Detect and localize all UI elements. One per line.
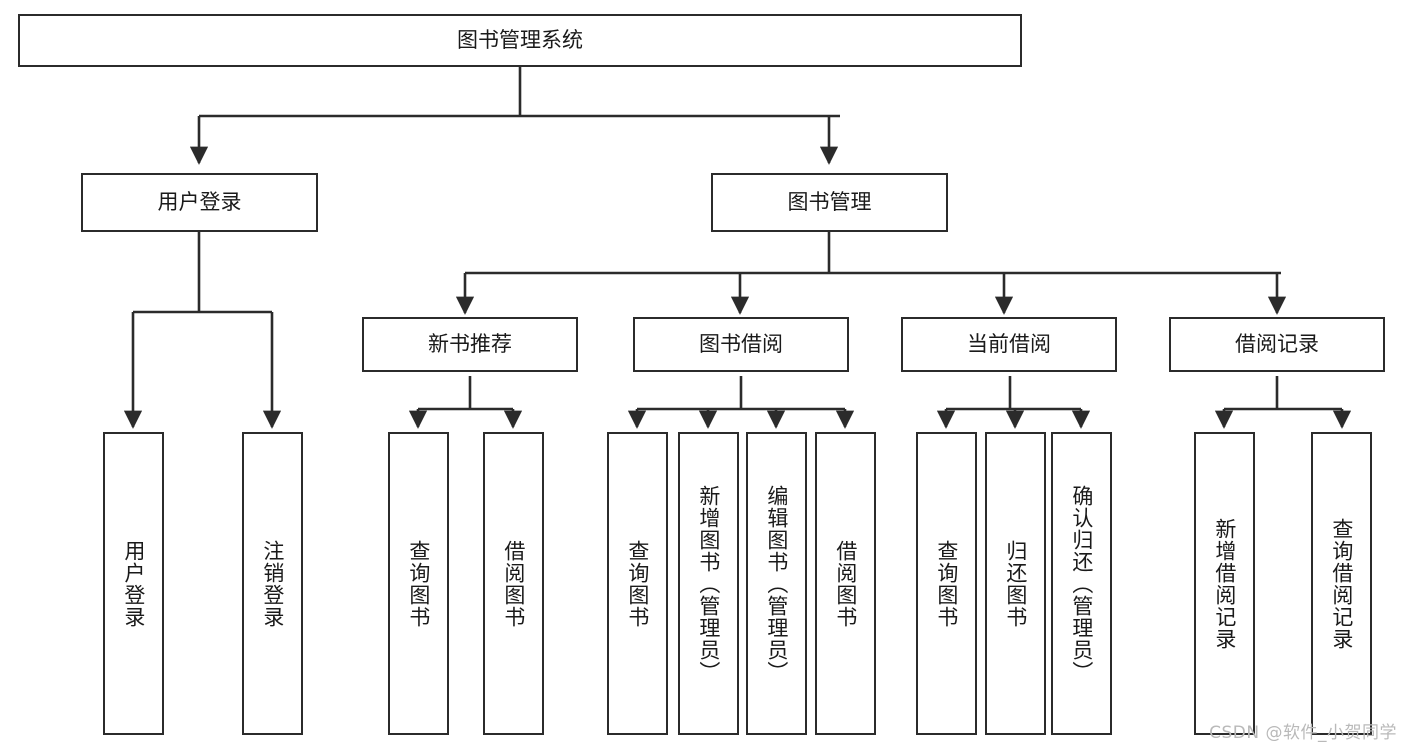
node-borrow-records[interactable]: 借阅记录 — [1169, 317, 1385, 372]
node-label: 用户登录 — [157, 190, 242, 215]
leaf-logout[interactable]: 注销登录 — [242, 432, 303, 735]
leaf-borrow-book-recommend[interactable]: 借阅图书 — [483, 432, 544, 735]
leaf-query-book-recommend[interactable]: 查询图书 — [388, 432, 449, 735]
node-label: 新增借阅记录 — [1212, 517, 1237, 650]
leaf-add-book-admin[interactable]: 新增图书（管理员） — [678, 432, 739, 735]
node-user-login[interactable]: 用户登录 — [81, 173, 318, 232]
node-label: 图书管理 — [787, 190, 872, 215]
node-label: 借阅记录 — [1235, 332, 1319, 357]
node-root[interactable]: 图书管理系统 — [18, 14, 1022, 67]
node-label: 查询借阅记录 — [1329, 517, 1354, 650]
node-label: 当前借阅 — [967, 332, 1051, 357]
node-label: 新书推荐 — [428, 332, 512, 357]
node-label: 查询图书 — [934, 539, 959, 628]
node-new-book-recommend[interactable]: 新书推荐 — [362, 317, 578, 372]
node-label: 归还图书 — [1003, 539, 1028, 628]
node-label: 图书管理系统 — [457, 28, 583, 53]
node-label: 借阅图书 — [833, 539, 858, 628]
leaf-return-book[interactable]: 归还图书 — [985, 432, 1046, 735]
leaf-borrow-book[interactable]: 借阅图书 — [815, 432, 876, 735]
node-book-management[interactable]: 图书管理 — [711, 173, 948, 232]
node-label: 查询图书 — [625, 539, 650, 628]
node-label: 编辑图书（管理员） — [764, 484, 789, 683]
node-label: 确认归还（管理员） — [1069, 484, 1094, 683]
leaf-confirm-return-admin[interactable]: 确认归还（管理员） — [1051, 432, 1112, 735]
node-label: 用户登录 — [121, 539, 146, 628]
watermark: CSDN @软件_小贺同学 — [1209, 723, 1397, 743]
node-current-borrow[interactable]: 当前借阅 — [901, 317, 1117, 372]
leaf-add-borrow-record[interactable]: 新增借阅记录 — [1194, 432, 1255, 735]
node-label: 注销登录 — [260, 539, 285, 628]
node-label: 图书借阅 — [699, 332, 783, 357]
node-label: 查询图书 — [406, 539, 431, 628]
node-book-borrow[interactable]: 图书借阅 — [633, 317, 849, 372]
leaf-query-book-borrow[interactable]: 查询图书 — [607, 432, 668, 735]
leaf-user-login[interactable]: 用户登录 — [103, 432, 164, 735]
leaf-query-book-current[interactable]: 查询图书 — [916, 432, 977, 735]
leaf-edit-book-admin[interactable]: 编辑图书（管理员） — [746, 432, 807, 735]
leaf-query-borrow-record[interactable]: 查询借阅记录 — [1311, 432, 1372, 735]
node-label: 新增图书（管理员） — [696, 484, 721, 683]
node-label: 借阅图书 — [501, 539, 526, 628]
